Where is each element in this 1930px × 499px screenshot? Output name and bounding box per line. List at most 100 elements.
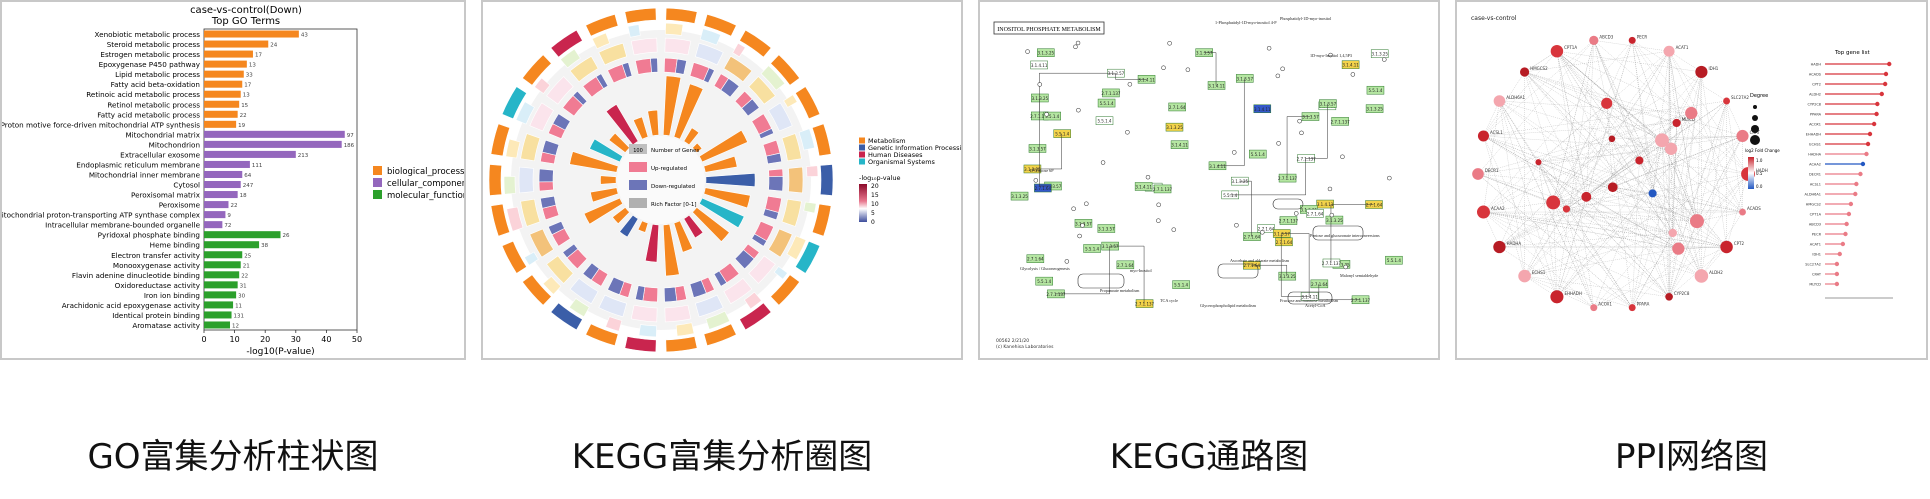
pvalue-arc [520,133,541,162]
enzyme-box [1135,299,1154,308]
network-edge [1611,138,1679,249]
enzyme-label: 5.5.1.4 [1174,283,1188,288]
data-label: 64 [244,173,251,179]
down-regulated-arc [595,73,609,89]
enzyme-label: 2.7.1.137 [1101,91,1121,96]
enzyme-box [1095,116,1114,125]
data-label: 17 [244,83,251,89]
enzyme-label: 2.7.1.137 [1297,156,1317,161]
outer-category-arc [770,54,800,86]
compound-label: 1-Phosphatidyl-1D-myo-inositol 4-P [1215,20,1277,25]
rich-factor-bar [637,220,649,233]
network-edge [1701,100,1727,277]
node-label: ACADS [1747,206,1761,211]
network-node [1628,304,1636,312]
enzyme-label: 3.1.3.57 [1029,146,1046,151]
colorbar-tick: 10 [871,201,879,208]
network-edge [1499,187,1613,248]
lollipop-head [1882,81,1888,87]
bar [204,170,243,178]
node-label: ECHS1 [1532,270,1546,275]
gene-count-arc [798,128,816,151]
network-edge [1632,40,1743,213]
network-node [1672,118,1681,128]
caption-kegg-pathway: KEGG通路图 [1109,437,1309,477]
outer-category-arc [739,302,772,331]
outer-category-arc [585,13,619,37]
node-label: CYP2C8 [1674,291,1690,296]
enzyme-box [1116,260,1135,270]
data-label: 21 [243,263,250,269]
network-edge [1556,51,1587,197]
compound-node [1343,264,1348,270]
up-regulated-arc [635,58,652,75]
network-edge [1661,140,1673,233]
enzyme-label: 3.1.3.25 [1326,218,1343,223]
tick-label: Peroxisome [159,201,201,210]
legend-swatch [373,178,382,187]
caption-kegg-circle: KEGG富集分析圈图 [571,437,873,477]
network-edge [1696,135,1743,222]
tick-label: Xenobiotic metabolic process [95,30,201,39]
outer-category-arc [739,29,772,58]
network-edge [1593,40,1653,194]
tick-label: HADH [1811,63,1822,67]
network-edge [1726,100,1743,137]
pvalue-arc [569,277,599,305]
pvalue-arc [723,277,753,305]
network-edge [1483,100,1727,137]
tick-label: Flavin adenine dinucleotide binding [72,271,200,280]
network-edge [1556,193,1653,297]
network-node [1581,191,1592,202]
enzyme-box [1026,254,1045,263]
pvalue-arc [630,304,658,323]
plot-frame [203,28,358,331]
reaction-line [1115,73,1147,80]
enzyme-label: 2.7.1.64 [1276,240,1293,245]
axis-label: -log10(P-value) [246,347,314,357]
network-edge [1524,232,1673,277]
pvalue-arc [748,255,776,284]
tick-label: EHHADH [1806,133,1822,137]
network-edge [1661,140,1702,277]
compound-node [1084,201,1089,206]
enzyme-label: 2.7.1.137 [1279,219,1299,224]
lollipop-head [1887,61,1892,67]
network-edge [1612,135,1743,188]
enzyme-label: 3.1.3.25 [1011,194,1028,199]
lollipop-head [1848,201,1854,207]
down-regulated-arc [720,77,740,98]
bar [204,150,296,158]
reaction-line [1280,233,1310,297]
network-node [1695,65,1708,79]
network-node [1550,44,1564,58]
bar [204,201,229,209]
network-edge [1566,100,1727,210]
rich-factor-bar [692,142,703,154]
chart-subtitle: Top GO Terms [211,16,280,27]
outer-category-arc [522,54,552,86]
node-label: CPT2 [1734,241,1745,246]
node-label: IDH1 [1708,66,1718,71]
network-edge [1483,135,1702,277]
down-regulated-arc [741,98,760,117]
pvalue-arc [546,76,574,105]
rich-factor-bar [698,129,748,163]
enzyme-box [1278,173,1297,183]
enzyme-label: 2.7.1.64 [1258,227,1275,232]
enzyme-box [1083,244,1101,253]
colorbar-title: -log₁₀p-value [859,174,901,182]
data-label: 24 [270,43,277,49]
bar [204,181,241,189]
tick-label: 0 [201,335,206,344]
tick-label: IDH1 [1812,253,1821,257]
lollipop-head [1864,151,1869,157]
bar [204,241,260,249]
compound-label: Pentose and glucuronate interconversions [1310,233,1380,238]
pvalue-arc [694,42,724,66]
outer-category-arc [550,29,583,58]
data-label: 18 [240,193,247,199]
